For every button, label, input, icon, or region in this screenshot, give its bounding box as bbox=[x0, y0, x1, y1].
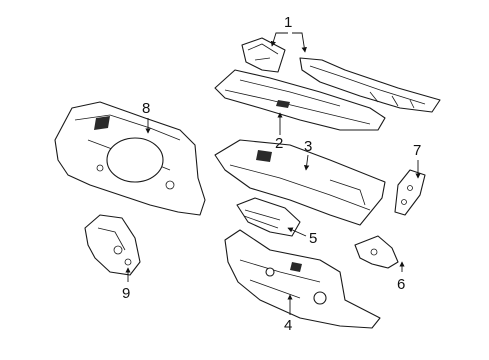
callout-7: 7 bbox=[413, 142, 421, 159]
part-8-dash-panel bbox=[54, 101, 206, 216]
leader-1-right bbox=[292, 32, 307, 53]
callout-3: 3 bbox=[304, 138, 312, 155]
part-6-bracket bbox=[354, 235, 399, 269]
part-9-reinforcement bbox=[84, 214, 141, 276]
part-1-cowl-bracket bbox=[241, 37, 286, 73]
part-1-cowl-top-panel bbox=[299, 57, 441, 113]
callout-6: 6 bbox=[397, 276, 405, 293]
leader-5 bbox=[287, 227, 307, 237]
leader-1-left bbox=[270, 32, 288, 47]
callout-2: 2 bbox=[275, 135, 283, 152]
part-5-insulator bbox=[236, 197, 301, 237]
part-2-cowl-panel bbox=[214, 69, 386, 131]
callout-5: 5 bbox=[309, 230, 317, 247]
callout-9: 9 bbox=[122, 285, 130, 302]
part-7-side-bracket bbox=[394, 169, 426, 216]
callout-1: 1 bbox=[284, 14, 292, 31]
leader-3 bbox=[303, 154, 310, 171]
callout-8: 8 bbox=[142, 100, 150, 117]
part-4-dash-lower-panel bbox=[224, 229, 381, 329]
leader-lines bbox=[125, 32, 421, 315]
callout-4: 4 bbox=[284, 317, 292, 334]
part-3-dash-upper-panel bbox=[214, 139, 386, 226]
